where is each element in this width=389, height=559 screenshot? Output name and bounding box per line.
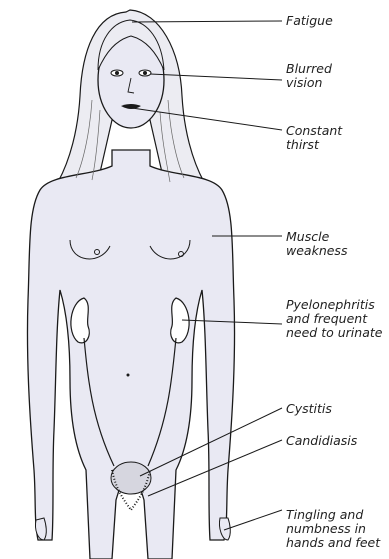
label-candidiasis: Candidiasis [286,434,389,448]
right-pupil [143,71,147,75]
body-outline [27,150,234,559]
label-constant-thirst: Constant thirst [286,124,389,152]
label-cystitis: Cystitis [286,402,389,416]
navel [127,374,130,377]
label-blurred-vision: Blurred vision [286,62,389,90]
leader-tingling [224,510,282,530]
bladder [111,462,151,494]
label-pyelonephritis: Pyelonephritis and frequent need to urin… [286,298,389,340]
label-fatigue: Fatigue [286,14,389,28]
left-pupil [115,71,119,75]
label-muscle-weakness: Muscle weakness [286,230,389,258]
label-tingling: Tingling and numbness in hands and feet [286,508,389,550]
